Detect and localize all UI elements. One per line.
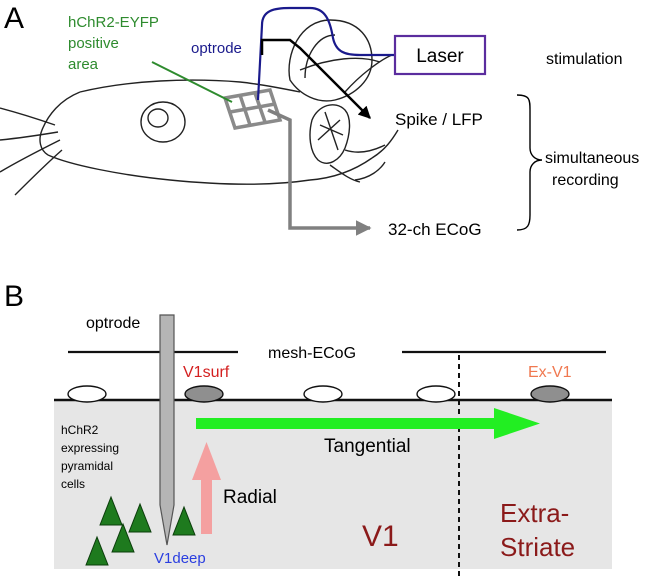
pyramidal-cell	[111, 522, 135, 553]
spike-lfp-label: Spike / LFP	[395, 110, 483, 129]
ecog-label: 32-ch ECoG	[388, 220, 482, 239]
pyramidal-cell	[85, 535, 109, 566]
hchr2-cells-label-4: cells	[61, 477, 85, 491]
tangential-label: Tangential	[324, 436, 411, 457]
panel-b-label: B	[4, 280, 24, 313]
optrode-cable	[256, 6, 395, 101]
exv1-label: Ex-V1	[528, 364, 572, 381]
hchr2-eyfp-label-3: area	[68, 56, 99, 73]
stimulation-label: stimulation	[546, 51, 622, 68]
spike-lfp-signal-line	[260, 38, 371, 119]
hchr2-cells-label-3: pyramidal	[61, 459, 113, 473]
v1surf-label: V1surf	[183, 364, 230, 381]
ecog-electrode-v1surf	[184, 385, 224, 403]
ecog-electrode-1	[67, 385, 107, 403]
hchr2-leader-line	[151, 61, 233, 103]
extra-striate-label-1: Extra-	[500, 498, 569, 528]
pyramidal-cells	[85, 495, 196, 566]
recording-label: recording	[552, 172, 619, 189]
mesh-ecog-grid	[222, 88, 283, 130]
panel-a: A	[0, 2, 639, 239]
laser-box	[393, 34, 487, 76]
optrode-label-b: optrode	[86, 315, 140, 332]
pyramidal-cell	[99, 495, 123, 526]
ecog-electrode-exv1	[530, 385, 570, 403]
panel-b: B mesh-ECoG optrode V1surf Ex-V1 Tangent…	[4, 280, 612, 578]
hchr2-cells-label-2: expressing	[61, 441, 119, 455]
laser-label: Laser	[416, 46, 464, 67]
panel-a-label: A	[4, 2, 24, 35]
pyramidal-cell	[128, 502, 152, 533]
rat-head-drawing	[0, 19, 399, 196]
recording-brace	[516, 94, 543, 231]
hchr2-eyfp-label-1: hChR2-EYFP	[68, 14, 159, 31]
radial-arrow	[192, 442, 221, 534]
simultaneous-label: simultaneous	[545, 150, 639, 167]
v1-region-label: V1	[362, 520, 399, 553]
radial-label: Radial	[223, 487, 277, 508]
mesh-ecog-label: mesh-ECoG	[268, 345, 356, 362]
extra-striate-label-2: Striate	[500, 532, 575, 562]
ecog-signal-arrow	[267, 108, 372, 236]
ecog-electrode-4	[416, 385, 456, 403]
v1deep-label: V1deep	[154, 550, 206, 567]
pyramidal-cell	[172, 505, 196, 536]
optrode-label-a: optrode	[191, 40, 242, 57]
optrode-probe	[159, 314, 175, 546]
hchr2-cells-label-1: hChR2	[61, 423, 99, 437]
ecog-electrode-3	[303, 385, 343, 403]
hchr2-eyfp-label-2: positive	[68, 35, 119, 52]
tangential-arrow	[196, 408, 540, 439]
